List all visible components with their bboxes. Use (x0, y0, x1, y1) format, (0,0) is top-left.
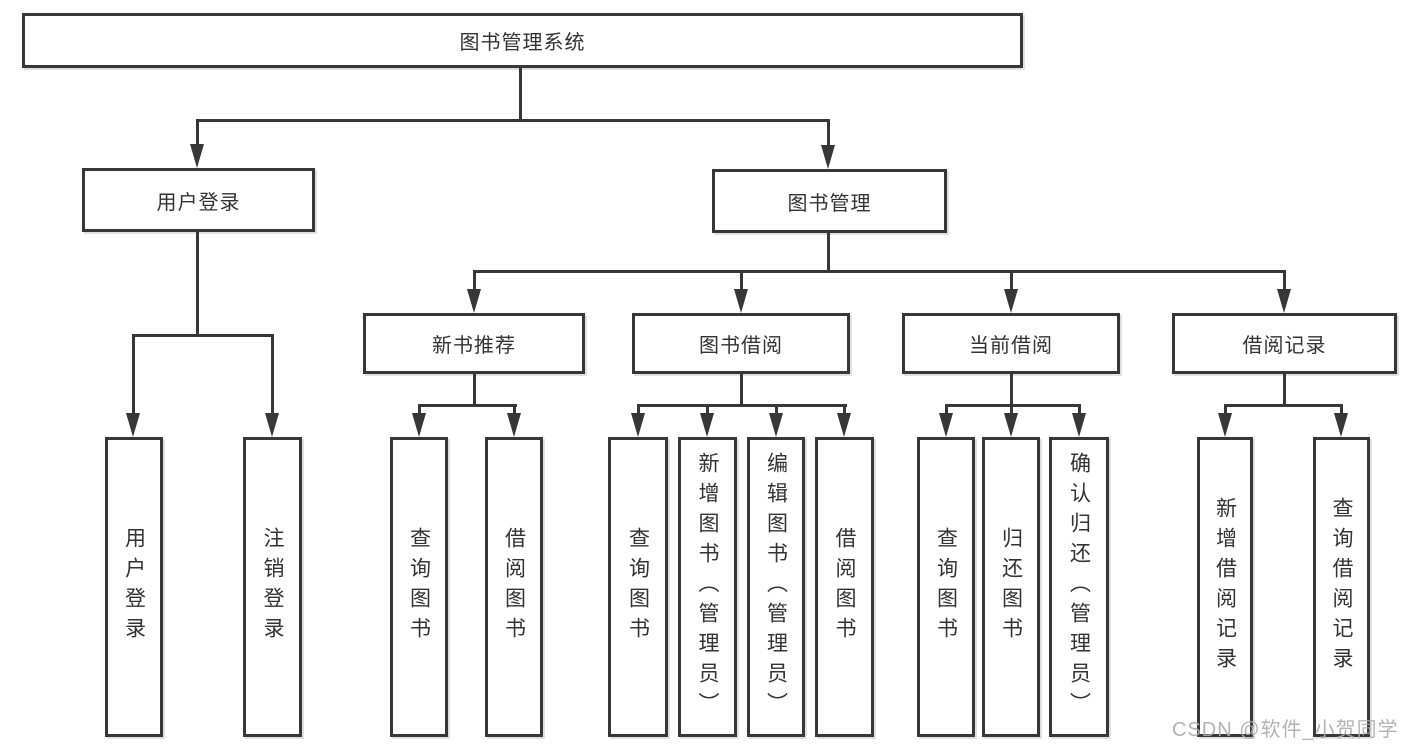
arrowhead-nb-borrow (507, 413, 521, 437)
arrowhead-book-management (821, 145, 835, 169)
leaf-cb-query-books: 查询图书 (917, 437, 975, 737)
connector-drop-book-borrowing (740, 270, 743, 291)
leaf-br-query-record: 查询借阅记录 (1313, 437, 1370, 737)
leaf-logout-label: 注销登录 (261, 527, 284, 647)
leaf-bb-query-books-label: 查询图书 (626, 527, 650, 647)
leaf-logout: 注销登录 (243, 437, 302, 737)
connector-drop-new-book (473, 270, 476, 291)
leaf-cb-confirm-return-admin-label: 确认归还（管理员） (1067, 452, 1091, 722)
arrowhead-bb-query (631, 413, 645, 437)
connector-book-management-stem (827, 233, 830, 273)
leaf-bb-borrow-books-label: 借阅图书 (833, 527, 856, 647)
arrowhead-nb-query (412, 413, 426, 437)
connector-current-borrowing-stem (1010, 374, 1013, 407)
leaf-cb-query-books-label: 查询图书 (934, 527, 958, 647)
arrowhead-br-query (1334, 413, 1348, 437)
csdn-watermark: CSDN @软件_小贺同学 (1172, 719, 1399, 741)
leaf-nb-query-books: 查询图书 (390, 437, 448, 737)
connector-borrowing-records-bar (1224, 404, 1343, 407)
leaf-bb-edit-books-admin-label: 编辑图书（管理员） (764, 452, 788, 722)
connector-drop-book-management (827, 119, 830, 147)
leaf-cb-return-books: 归还图书 (982, 437, 1040, 737)
connector-current-borrowing-bar (945, 404, 1081, 407)
connector-drop-nb-query (418, 404, 421, 417)
leaf-br-add-record: 新增借阅记录 (1197, 437, 1253, 737)
leaf-user-login: 用户登录 (105, 437, 163, 737)
leaf-br-query-record-label: 查询借阅记录 (1330, 497, 1353, 677)
arrowhead-cb-return (1004, 413, 1018, 437)
node-new-book-recommend: 新书推荐 (363, 313, 585, 374)
node-root: 图书管理系统 (22, 13, 1023, 68)
node-borrowing-records-label: 借阅记录 (1242, 335, 1327, 357)
connector-drop-logout (271, 334, 274, 415)
leaf-user-login-label: 用户登录 (122, 527, 146, 647)
connector-user-login-stem (196, 232, 199, 337)
arrowhead-user-login (190, 144, 204, 168)
connector-drop-nb-borrow (513, 404, 516, 417)
leaf-cb-confirm-return-admin: 确认归还（管理员） (1049, 437, 1109, 737)
connector-book-borrowing-stem (740, 374, 743, 407)
leaf-nb-query-books-label: 查询图书 (407, 527, 431, 647)
leaf-cb-return-books-label: 归还图书 (999, 527, 1023, 647)
connector-drop-current-borrowing (1010, 270, 1013, 291)
arrowhead-current-borrowing (1004, 289, 1018, 313)
arrowhead-logout (265, 413, 279, 437)
node-borrowing-records: 借阅记录 (1172, 313, 1397, 374)
node-current-borrowing: 当前借阅 (902, 313, 1120, 374)
leaf-bb-edit-books-admin: 编辑图书（管理员） (747, 437, 805, 737)
arrowhead-new-book (467, 289, 481, 313)
node-book-borrowing: 图书借阅 (632, 313, 850, 374)
arrowhead-cb-confirm (1072, 413, 1086, 437)
leaf-br-add-record-label: 新增借阅记录 (1213, 497, 1237, 677)
leaf-nb-borrow-books: 借阅图书 (485, 437, 543, 737)
connector-borrowing-records-stem (1283, 374, 1286, 407)
node-current-borrowing-label: 当前借阅 (969, 335, 1053, 357)
connector-drop-bb-query (637, 404, 640, 417)
connector-root-bar (196, 119, 830, 122)
connector-drop-bb-borrow (843, 404, 846, 417)
connector-root-stem (519, 68, 522, 122)
node-book-management: 图书管理 (712, 169, 947, 233)
arrowhead-bb-borrow (837, 413, 851, 437)
connector-drop-cb-query (945, 404, 948, 417)
arrowhead-bb-add (700, 413, 714, 437)
connector-drop-cb-confirm (1078, 404, 1081, 417)
node-book-management-label: 图书管理 (787, 192, 872, 215)
arrowhead-bb-edit (769, 413, 783, 437)
leaf-nb-borrow-books-label: 借阅图书 (502, 527, 526, 647)
connector-drop-cb-return (1010, 404, 1013, 417)
connector-user-login-bar (132, 334, 274, 337)
arrowhead-login (126, 413, 140, 437)
connector-drop-borrowing-records (1283, 270, 1286, 291)
leaf-bb-query-books: 查询图书 (608, 437, 668, 737)
arrowhead-cb-query (939, 413, 953, 437)
arrowhead-br-add (1218, 413, 1232, 437)
leaf-bb-add-books-admin-label: 新增图书（管理员） (696, 452, 719, 722)
connector-book-management-bar (473, 270, 1286, 273)
connector-drop-login (132, 334, 135, 415)
leaf-bb-add-books-admin: 新增图书（管理员） (678, 437, 737, 737)
connector-drop-br-add (1224, 404, 1227, 417)
arrowhead-book-borrowing (734, 289, 748, 313)
connector-new-book-stem (473, 374, 476, 407)
connector-drop-br-query (1340, 404, 1343, 417)
connector-drop-user-login (196, 119, 199, 146)
node-user-login: 用户登录 (82, 168, 315, 232)
connector-book-borrowing-bar (637, 404, 847, 407)
node-new-book-recommend-label: 新书推荐 (432, 335, 516, 357)
connector-new-book-bar (418, 404, 517, 407)
connector-drop-bb-add (706, 404, 709, 417)
leaf-bb-borrow-books: 借阅图书 (815, 437, 874, 737)
node-user-login-label: 用户登录 (156, 191, 241, 214)
connector-drop-bb-edit (775, 404, 778, 417)
node-root-label: 图书管理系统 (459, 32, 586, 54)
arrowhead-borrowing-records (1277, 289, 1291, 313)
node-book-borrowing-label: 图书借阅 (699, 335, 783, 357)
